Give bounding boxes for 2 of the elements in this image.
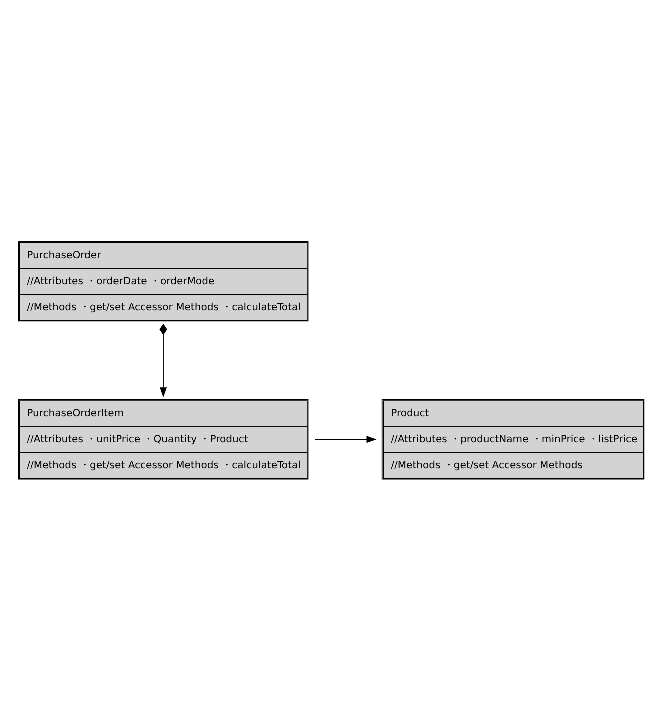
arrow xyxy=(314,436,377,443)
arrow xyxy=(160,323,168,398)
